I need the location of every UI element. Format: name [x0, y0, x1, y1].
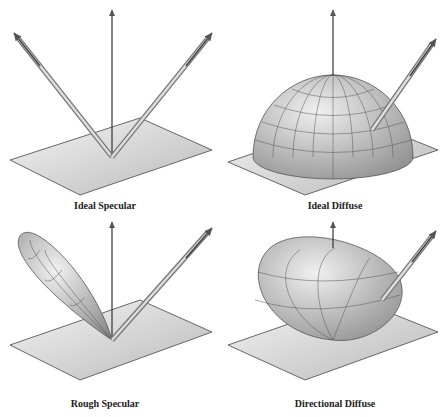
- ideal-diffuse-figure: [228, 10, 438, 195]
- figure-caption: Directional Diffuse: [295, 398, 376, 409]
- figure-caption: Rough Specular: [71, 398, 140, 409]
- figure-caption: Ideal Specular: [74, 200, 136, 211]
- directional-diffuse-figure: [228, 222, 438, 380]
- figure-caption: Ideal Diffuse: [308, 200, 363, 211]
- rough-specular-figure: [10, 222, 212, 380]
- ideal-specular-figure: [10, 10, 212, 195]
